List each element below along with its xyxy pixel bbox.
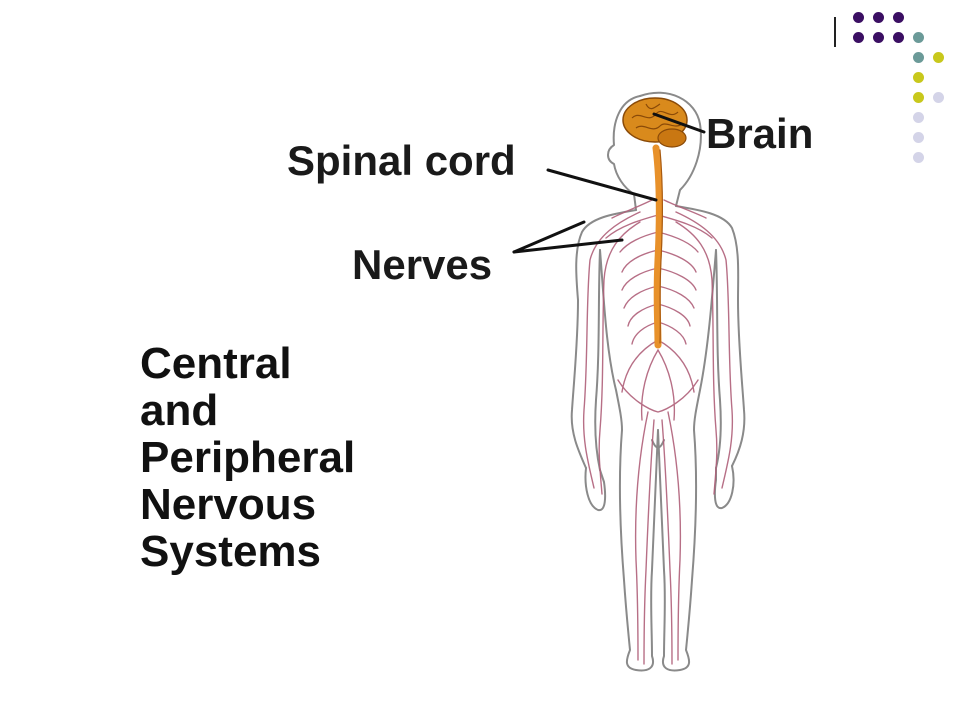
caption-line: Nervous (140, 480, 317, 529)
nerves-leader-line-upper (512, 220, 586, 254)
right-arm-inner-outline (715, 249, 722, 469)
leader-lines (512, 112, 706, 254)
caption-line: Systems (140, 527, 322, 576)
spinal-cord-label: Spinal cord (287, 137, 516, 184)
decorative-dot (913, 132, 924, 143)
right-hand-outline (713, 465, 735, 510)
figure-caption: Central and Peripheral Nervous Systems (140, 340, 355, 575)
decorative-dot (933, 92, 944, 103)
caption-line: Peripheral (140, 433, 356, 482)
decorative-dot (913, 152, 924, 163)
nerves-leader-line-lower (512, 238, 624, 254)
decorative-dot (913, 112, 924, 123)
right-leg-outer (657, 429, 698, 672)
spinal-cord-shade (659, 149, 663, 344)
decorative-dot (893, 12, 904, 23)
spinal-cord (652, 144, 663, 349)
left-leg-outer (618, 429, 659, 672)
dot-grid-decoration-icon (853, 12, 953, 163)
caption-line: and (140, 386, 219, 435)
decorative-dot (853, 12, 864, 23)
decorative-dot (933, 52, 944, 63)
body-outline (570, 91, 746, 672)
left-shoulder-outline (570, 209, 637, 469)
back-of-head-outline (639, 91, 702, 207)
left-hand-outline (584, 467, 607, 512)
right-shoulder-outline (675, 205, 746, 467)
decorative-dot (913, 72, 924, 83)
caption-line: Central (140, 339, 292, 388)
decorative-dot (873, 32, 884, 43)
decorative-dot (873, 12, 884, 23)
brain-label: Brain (706, 110, 814, 157)
brain-leader-line (652, 112, 706, 134)
decorative-dot (893, 32, 904, 43)
decorative-dot (913, 52, 924, 63)
decorative-divider-line (834, 17, 836, 47)
decorative-dot (913, 32, 924, 43)
brain-illustration (622, 97, 688, 148)
head-outline (607, 95, 641, 211)
decorative-dot (853, 32, 864, 43)
left-arm-inner-outline (594, 249, 601, 471)
torso-left-side (599, 249, 623, 431)
nerves-label: Nerves (352, 241, 493, 288)
spinal-cord-leader-line (546, 168, 658, 202)
decorative-dot (913, 92, 924, 103)
peripheral-nerves (582, 199, 734, 665)
